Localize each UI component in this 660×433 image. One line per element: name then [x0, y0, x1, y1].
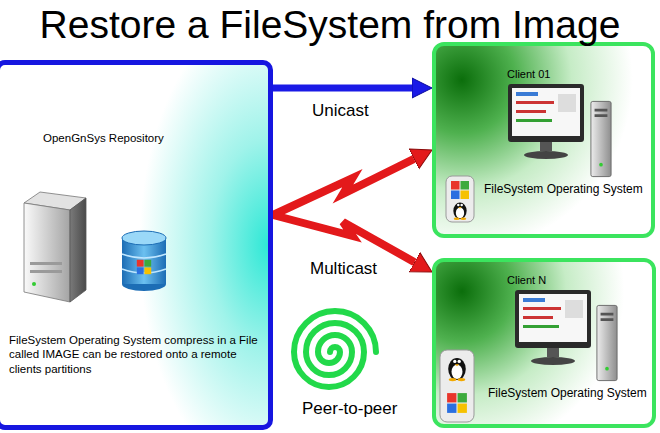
filesystem-label: FileSystem Operating System — [484, 182, 648, 197]
peer-spiral — [294, 311, 376, 387]
diagram-title: Restore a FileSystem from Image — [0, 4, 660, 47]
multicast-arrow — [273, 159, 414, 215]
connector-group — [273, 88, 415, 262]
server-slot — [30, 270, 62, 273]
tower-icon — [597, 305, 617, 380]
db-band — [122, 254, 166, 273]
mode-label: Peer-to-peer — [302, 398, 397, 419]
linux-logo — [453, 203, 466, 221]
edge-label: Unicast — [312, 100, 369, 121]
server-icon — [24, 192, 86, 302]
client-name: Client 01 — [507, 68, 627, 82]
repository-name: OpenGnSys Repository — [43, 131, 213, 145]
monitor-icon — [508, 84, 584, 159]
server-led — [32, 282, 36, 286]
server-side — [70, 198, 86, 302]
windows-logo — [447, 393, 467, 413]
multicast-arrow — [273, 215, 415, 262]
unicast-arrow — [273, 85, 412, 92]
client-name: Client N — [507, 274, 627, 288]
image-database-icon — [122, 231, 166, 291]
db-top — [122, 231, 166, 245]
edge-label: Multicast — [310, 258, 377, 279]
linux-logo — [448, 358, 466, 381]
windows-logo — [451, 181, 469, 199]
server-front — [24, 203, 70, 302]
os-disk-icon — [446, 176, 474, 222]
image-description: FileSystem Operating System compress in … — [9, 333, 267, 376]
server-slot — [30, 262, 62, 265]
os-disk-icon — [440, 350, 474, 422]
windows-logo — [137, 260, 151, 274]
filesystem-label: FileSystem Operating System — [488, 386, 650, 401]
tower-icon — [591, 101, 611, 176]
monitor-icon — [515, 290, 591, 365]
